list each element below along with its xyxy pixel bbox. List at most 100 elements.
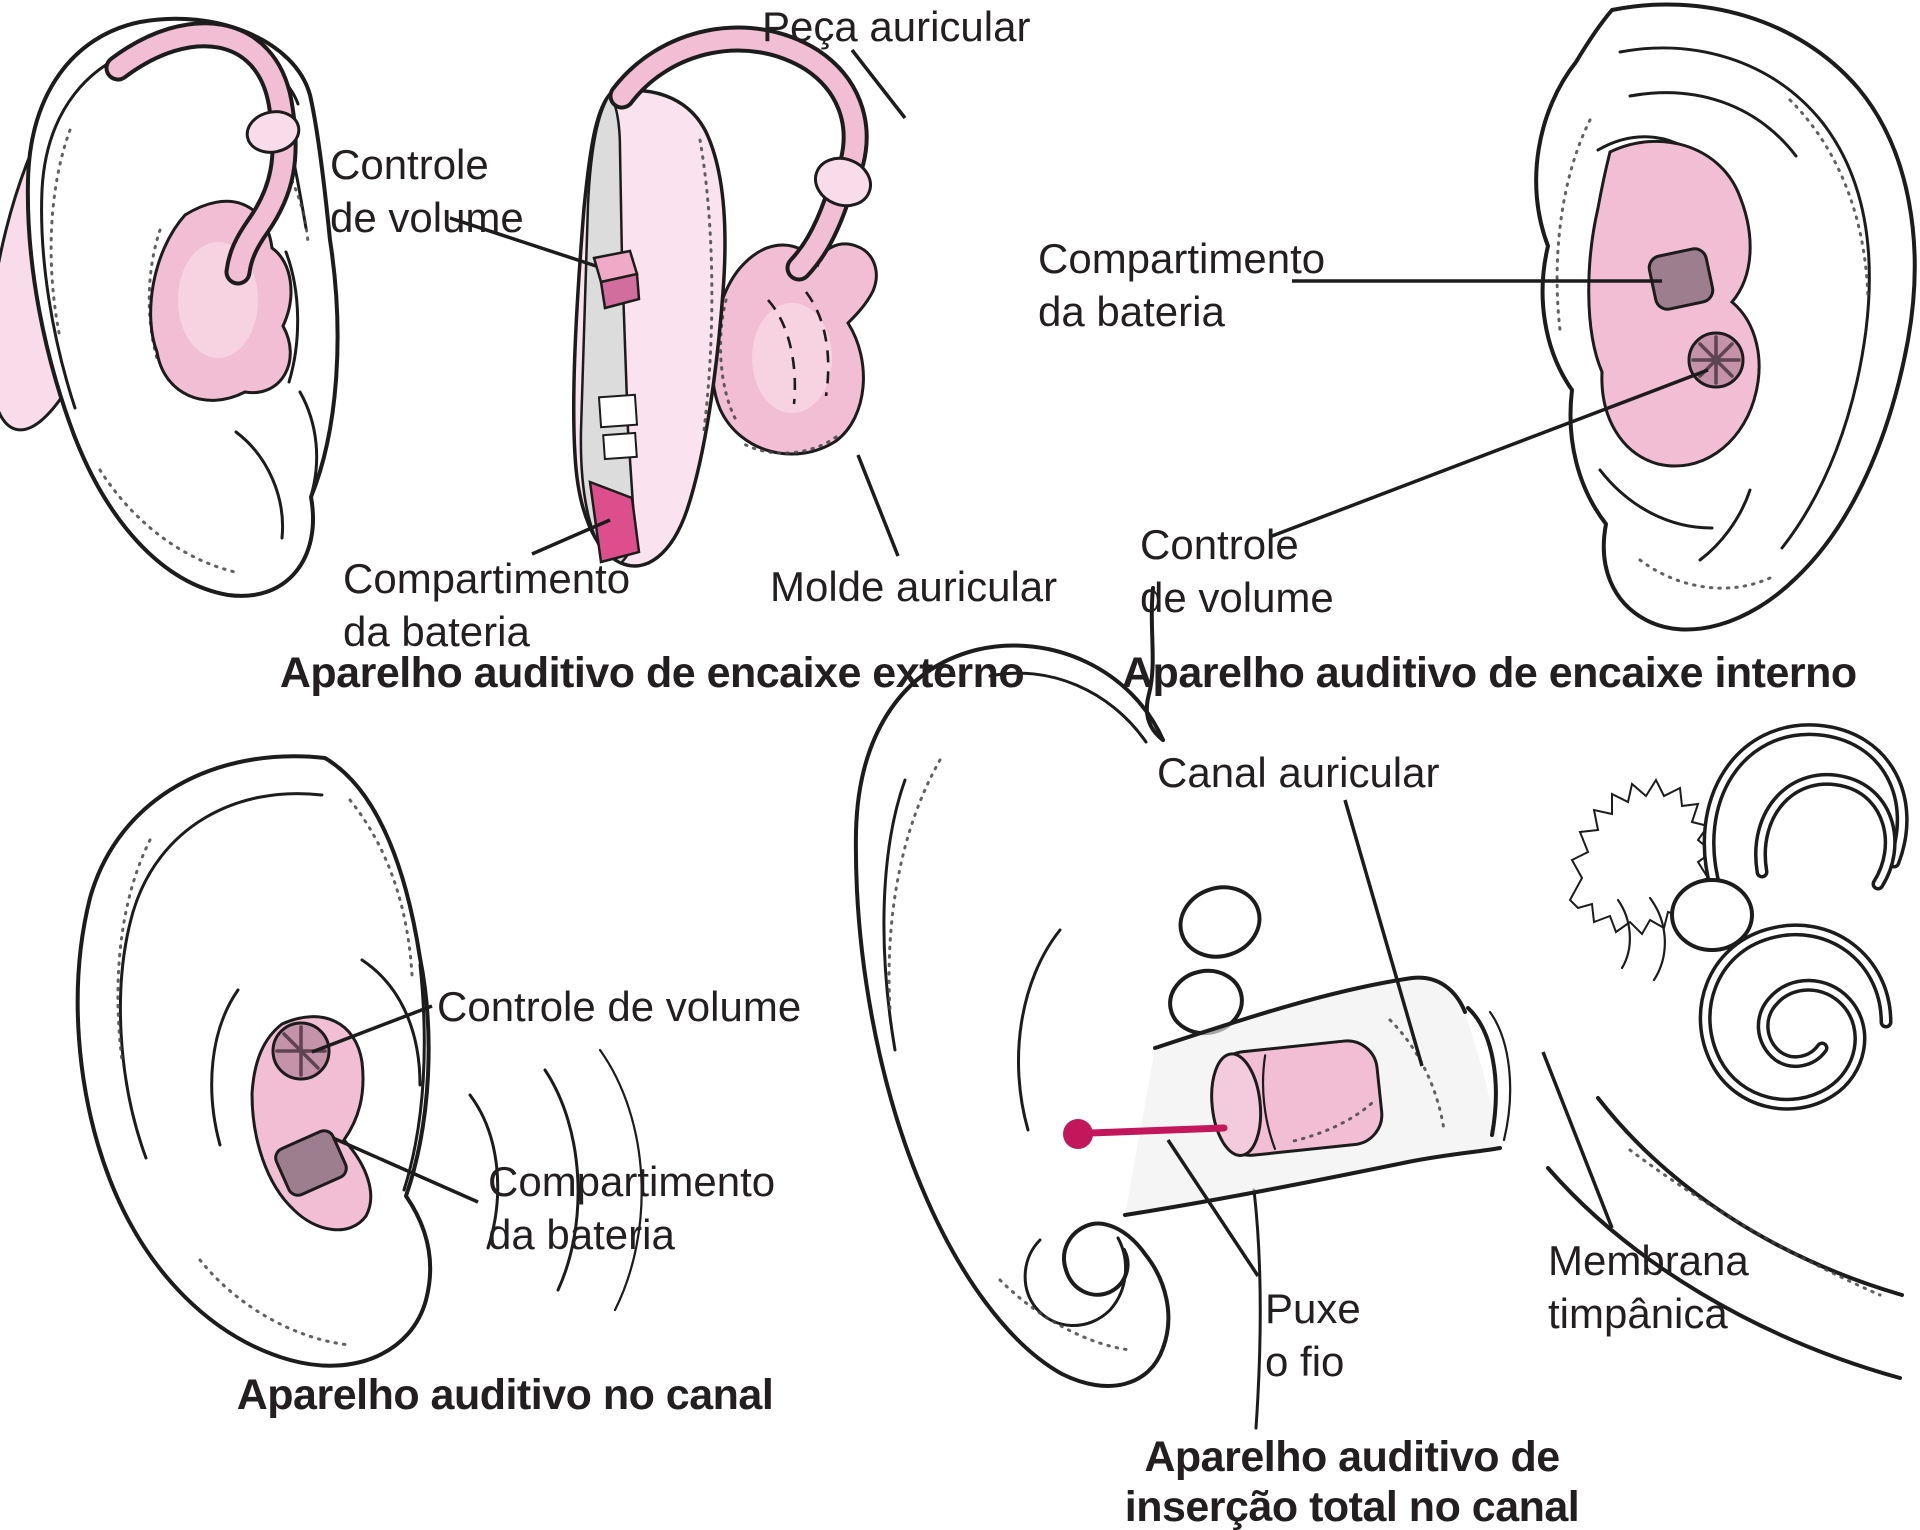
- stipple: [887, 758, 942, 1012]
- face-curve-1: [468, 1093, 500, 1250]
- leader-controle-volume-itc: [311, 1004, 433, 1054]
- caption-ite: Aparelho auditivo de encaixe interno: [1122, 648, 1857, 698]
- face-curve-3: [598, 1048, 643, 1312]
- ear-antihelix-line: [284, 250, 300, 384]
- stipple: [742, 435, 838, 455]
- cochlea-spiral: [1702, 927, 1889, 1108]
- ear-hook: [612, 29, 865, 172]
- jaw-line: [1546, 1166, 1902, 1380]
- caption-text-line1: Aparelho auditivo de: [1144, 1433, 1560, 1481]
- bte-device-illustration: [571, 25, 878, 568]
- leader-lines: [311, 48, 1709, 1277]
- ear-antihelix-line: [210, 988, 240, 1147]
- label-text: Puxe: [1265, 1285, 1361, 1332]
- leader-controle-volume-bte: [449, 216, 597, 268]
- label-membrana-timpanica: Membrana timpânica: [1548, 1234, 1749, 1340]
- label-controle-volume-bte: Controle de volume: [330, 138, 524, 244]
- label-text: Controle: [330, 141, 489, 188]
- tube-bead: [245, 110, 301, 154]
- volume-button-side: [599, 272, 641, 310]
- caption-text: Aparelho auditivo no canal: [236, 1371, 774, 1419]
- lobe-inner-loop: [1023, 1236, 1128, 1327]
- stipple: [1292, 1100, 1375, 1143]
- ossicle-line: [1648, 896, 1666, 982]
- label-puxe-o-fio: Puxe o fio: [1265, 1282, 1361, 1388]
- ear-lobe-line: [1698, 488, 1752, 562]
- stipple: [49, 128, 72, 340]
- stipple: [698, 138, 714, 432]
- stipple: [348, 798, 414, 977]
- stipple: [98, 468, 237, 574]
- label-controle-volume-itc: Controle de volume: [437, 980, 801, 1033]
- label-compartimento-bateria-ite: Compartimento da bateria: [1038, 232, 1325, 338]
- ear-lower-line: [1598, 468, 1714, 530]
- leader-canal-auricular: [1343, 799, 1424, 1067]
- leader-controle-volume-ite: [1271, 368, 1709, 538]
- leader-molde-auricular: [856, 454, 900, 557]
- label-text: Peça auricular: [762, 3, 1031, 50]
- eardrum: [1466, 1006, 1498, 1137]
- canal-lower-wall: [1123, 1146, 1502, 1217]
- ear-tragus-line: [298, 390, 319, 498]
- earmold-canal-dashed: [767, 299, 797, 405]
- label-text: de volume: [330, 194, 524, 241]
- pinna-inner-rim: [882, 778, 907, 1052]
- ossicle-line: [1616, 898, 1631, 970]
- leader-membrana-timpanica: [1541, 1051, 1614, 1229]
- caption-text: Aparelho auditivo de encaixe interno: [1122, 649, 1857, 697]
- pull-wire-ball: [1063, 1119, 1093, 1149]
- label-text: Controle de volume: [437, 983, 802, 1030]
- label-text: Controle: [1140, 521, 1299, 568]
- label-text: de volume: [1140, 574, 1334, 621]
- canal-upper-wall: [1153, 975, 1467, 1050]
- semicircular-canal: [1706, 726, 1906, 893]
- label-molde-auricular: Molde auricular: [770, 560, 1057, 613]
- itc-ear-illustration: [75, 754, 643, 1368]
- stipple: [719, 298, 738, 422]
- pull-wire: [1086, 1124, 1228, 1137]
- volume-control-knob: [1687, 331, 1745, 389]
- caption-text: Aparelho auditivo de encaixe externo: [279, 649, 1025, 697]
- earmold-canal-dashed: [804, 291, 830, 397]
- ear-fold-line: [1628, 91, 1798, 158]
- tube-tail: [789, 192, 846, 278]
- ear-helix-line: [119, 792, 324, 1160]
- pinna-inner-line: [988, 671, 1148, 744]
- face-curve-2: [543, 1068, 580, 1292]
- label-text: Canal auricular: [1157, 749, 1440, 796]
- stipple: [1388, 1018, 1446, 1132]
- label-text: Compartimento: [1038, 235, 1326, 282]
- stipple: [1638, 558, 1772, 590]
- label-text: Compartimento: [343, 555, 631, 602]
- stipple: [198, 1258, 352, 1347]
- caption-itc: Aparelho auditivo no canal: [237, 1370, 774, 1420]
- label-text: Membrana: [1548, 1237, 1749, 1284]
- caption-text-line2: inserção total no canal: [1124, 1483, 1580, 1530]
- lobe-boundary-line: [1252, 1188, 1262, 1430]
- label-text: o fio: [1265, 1338, 1345, 1385]
- eardrum-inner-line: [1488, 1010, 1512, 1142]
- leader-peca-auricular: [850, 48, 907, 120]
- semicircular-canal-2: [1757, 776, 1894, 887]
- device-seam: [602, 431, 638, 461]
- label-text: timpânica: [1548, 1290, 1728, 1337]
- leader-puxe-o-fio: [1166, 1139, 1260, 1277]
- caption-cic: Aparelho auditivo de inserção total no c…: [1124, 1432, 1580, 1530]
- ear-upper-concha-line: [360, 958, 422, 1087]
- head-profile-line: [1144, 586, 1165, 742]
- label-text: da bateria: [488, 1211, 675, 1258]
- ear-lobe-line: [234, 430, 285, 540]
- leader-compartimento-bte: [531, 518, 611, 556]
- caption-bte: Aparelho auditivo de encaixe externo: [279, 648, 1025, 698]
- label-text: Compartimento: [488, 1158, 776, 1205]
- label-controle-volume-ite: Controle de volume: [1140, 518, 1334, 624]
- battery-door: [588, 480, 641, 564]
- stipple: [116, 838, 152, 1062]
- concha-curve: [1017, 928, 1062, 1132]
- label-canal-auricular: Canal auricular: [1157, 746, 1439, 799]
- leader-compartimento-itc: [332, 1136, 479, 1204]
- battery-compartment: [274, 1129, 348, 1197]
- label-text: da bateria: [343, 608, 530, 655]
